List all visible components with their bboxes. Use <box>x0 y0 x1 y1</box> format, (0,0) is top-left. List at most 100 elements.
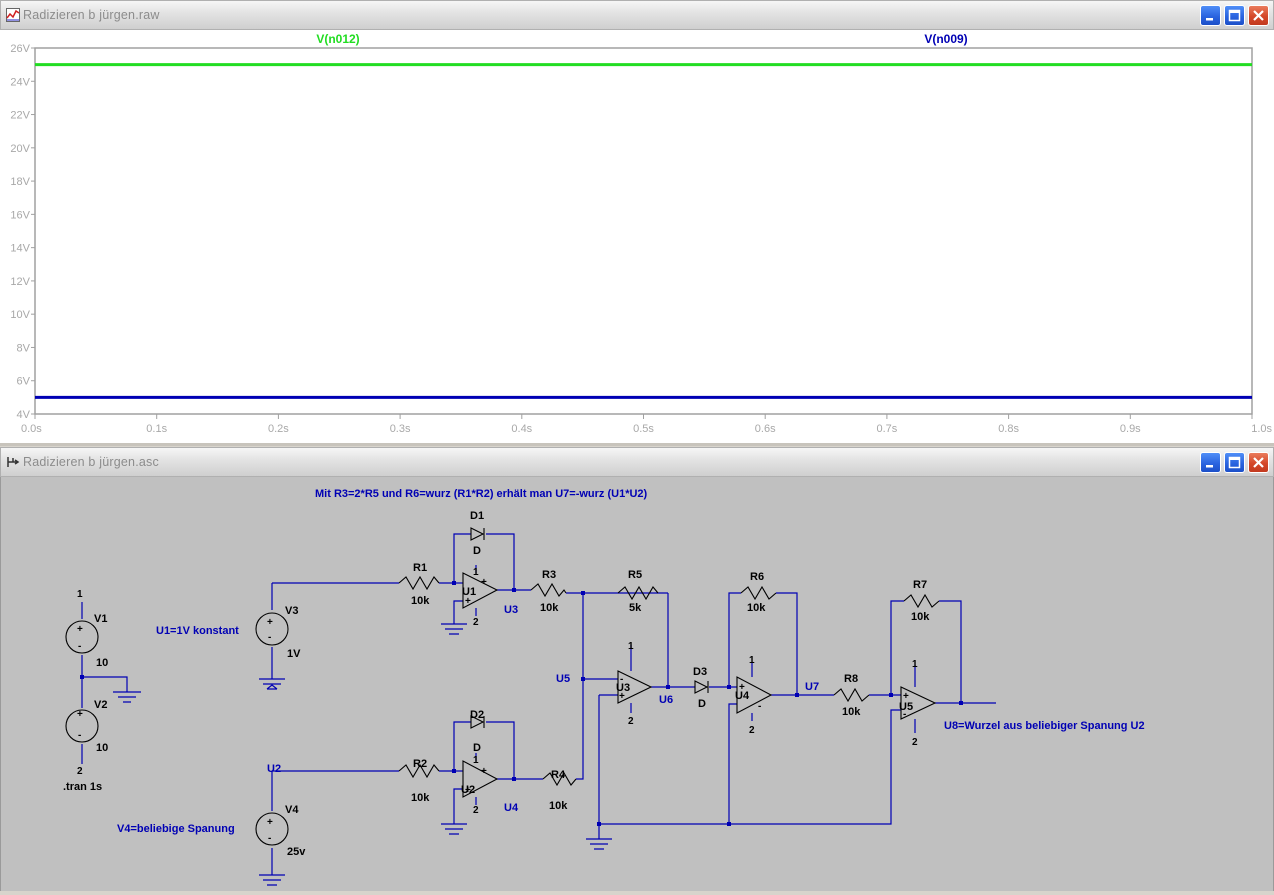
v4-symbol[interactable] <box>255 812 289 846</box>
pin-label: - <box>758 701 761 712</box>
net-label-u8: U8=Wurzel aus beliebiger Spanung U2 <box>944 720 1145 732</box>
pin-label: + <box>481 577 487 588</box>
pin-label: + <box>267 617 273 628</box>
u3-opamp-symbol[interactable] <box>617 670 653 704</box>
r2-value: 10k <box>411 792 430 804</box>
v2-symbol[interactable] <box>65 709 99 743</box>
y-tick-label: 22V <box>10 110 30 122</box>
x-tick-label: 0.0s <box>21 423 42 435</box>
r7-symbol[interactable] <box>903 593 940 609</box>
schematic-drawing[interactable]: 1 + - + - 2 + - + - 1 2 + + 1 2 + + 1 2 … <box>1 477 1273 891</box>
plot-window-titlebar[interactable]: Radizieren b jürgen.raw <box>0 0 1274 30</box>
minimize-button[interactable] <box>1200 452 1221 473</box>
close-button[interactable] <box>1248 5 1269 26</box>
u3-name: U3 <box>616 682 630 694</box>
v1-value: 10 <box>96 657 108 669</box>
u5-opamp-symbol[interactable] <box>900 686 937 720</box>
r5-name: R5 <box>628 569 642 581</box>
pin-label: 2 <box>473 617 479 628</box>
pin-label: 2 <box>912 737 918 748</box>
schematic-window-titlebar[interactable]: Radizieren b jürgen.asc <box>0 447 1274 477</box>
pin-label: + <box>77 709 83 720</box>
x-tick-label: 0.1s <box>146 423 167 435</box>
r5-symbol[interactable] <box>617 585 659 601</box>
pin-label: 2 <box>749 725 755 736</box>
net-label-u1: U1=1V konstant <box>156 625 239 637</box>
u2-name: U2 <box>461 784 475 796</box>
d3-name: D3 <box>693 666 707 678</box>
r1-value: 10k <box>411 595 430 607</box>
net-label-u6: U6 <box>659 694 673 706</box>
pin-label: 2 <box>77 766 83 777</box>
v4-value: 25v <box>287 846 306 858</box>
minimize-button[interactable] <box>1200 5 1221 26</box>
u1-opamp-symbol[interactable] <box>462 572 499 609</box>
r3-symbol[interactable] <box>530 582 567 598</box>
x-tick-label: 0.5s <box>633 423 654 435</box>
pin-label: - <box>903 709 906 720</box>
d1-symbol[interactable] <box>470 527 485 541</box>
schematic-icon <box>7 457 20 467</box>
maximize-icon <box>1228 456 1241 469</box>
d1-value: D <box>473 545 481 557</box>
plot-frame <box>34 47 1253 415</box>
net-label-u2: U2 <box>267 763 281 775</box>
d3-value: D <box>698 698 706 710</box>
window-divider <box>0 443 1274 446</box>
schematic-window-title: Radizieren b jürgen.asc <box>23 455 159 469</box>
r7-value: 10k <box>911 611 930 623</box>
v1-symbol[interactable] <box>65 620 99 654</box>
r4-symbol[interactable] <box>542 771 577 787</box>
d2-symbol[interactable] <box>470 715 485 729</box>
minimize-icon <box>1206 465 1213 468</box>
close-button[interactable] <box>1248 452 1269 473</box>
r1-name: R1 <box>413 562 427 574</box>
close-icon <box>1253 457 1264 468</box>
u4-opamp-symbol[interactable] <box>736 676 773 714</box>
v3-symbol[interactable] <box>255 612 289 646</box>
maximize-button[interactable] <box>1224 452 1245 473</box>
schematic-canvas[interactable]: 1 + - + - 2 + - + - 1 2 + + 1 2 + + 1 2 … <box>0 477 1274 891</box>
x-tick-label: 0.7s <box>877 423 898 435</box>
pin-label: + <box>619 691 625 702</box>
pin-label: + <box>739 682 745 693</box>
pin-label: - <box>78 730 81 741</box>
r7-name: R7 <box>913 579 927 591</box>
u2-opamp-symbol[interactable] <box>462 760 499 798</box>
y-tick-label: 6V <box>17 376 31 388</box>
r6-symbol[interactable] <box>740 585 777 601</box>
pin-label: 1 <box>473 755 479 766</box>
r4-value: 10k <box>549 800 568 812</box>
y-tick-label: 10V <box>10 309 30 321</box>
x-tick-label: 1.0s <box>1251 423 1272 435</box>
pin-label: - <box>620 674 623 685</box>
u4-name: U4 <box>735 690 750 702</box>
r5-value: 5k <box>629 602 642 614</box>
maximize-button[interactable] <box>1224 5 1245 26</box>
r2-name: R2 <box>413 758 427 770</box>
d3-symbol[interactable] <box>694 680 709 694</box>
r2-symbol[interactable] <box>398 763 440 779</box>
y-tick-label: 14V <box>10 243 30 255</box>
pin-label: 1 <box>473 567 479 578</box>
y-tick-label: 16V <box>10 209 30 221</box>
y-tick-label: 24V <box>10 76 30 88</box>
y-tick-label: 18V <box>10 176 30 188</box>
r8-name: R8 <box>844 673 858 685</box>
minimize-icon <box>1206 18 1213 21</box>
r8-symbol[interactable] <box>833 687 870 703</box>
r1-symbol[interactable] <box>398 575 440 591</box>
schematic-window: Radizieren b jürgen.asc <box>0 447 1274 891</box>
v3-value: 1V <box>287 648 301 660</box>
net-label-u3: U3 <box>504 604 518 616</box>
pin-label: - <box>78 641 81 652</box>
y-tick-label: 8V <box>17 342 31 354</box>
waveform-icon <box>6 8 20 22</box>
legend-label: V(n009) <box>924 32 967 46</box>
v1-name: V1 <box>94 613 107 625</box>
u1-name: U1 <box>462 586 476 598</box>
spice-directive[interactable]: .tran 1s <box>63 781 102 793</box>
maximize-icon <box>1228 9 1241 22</box>
